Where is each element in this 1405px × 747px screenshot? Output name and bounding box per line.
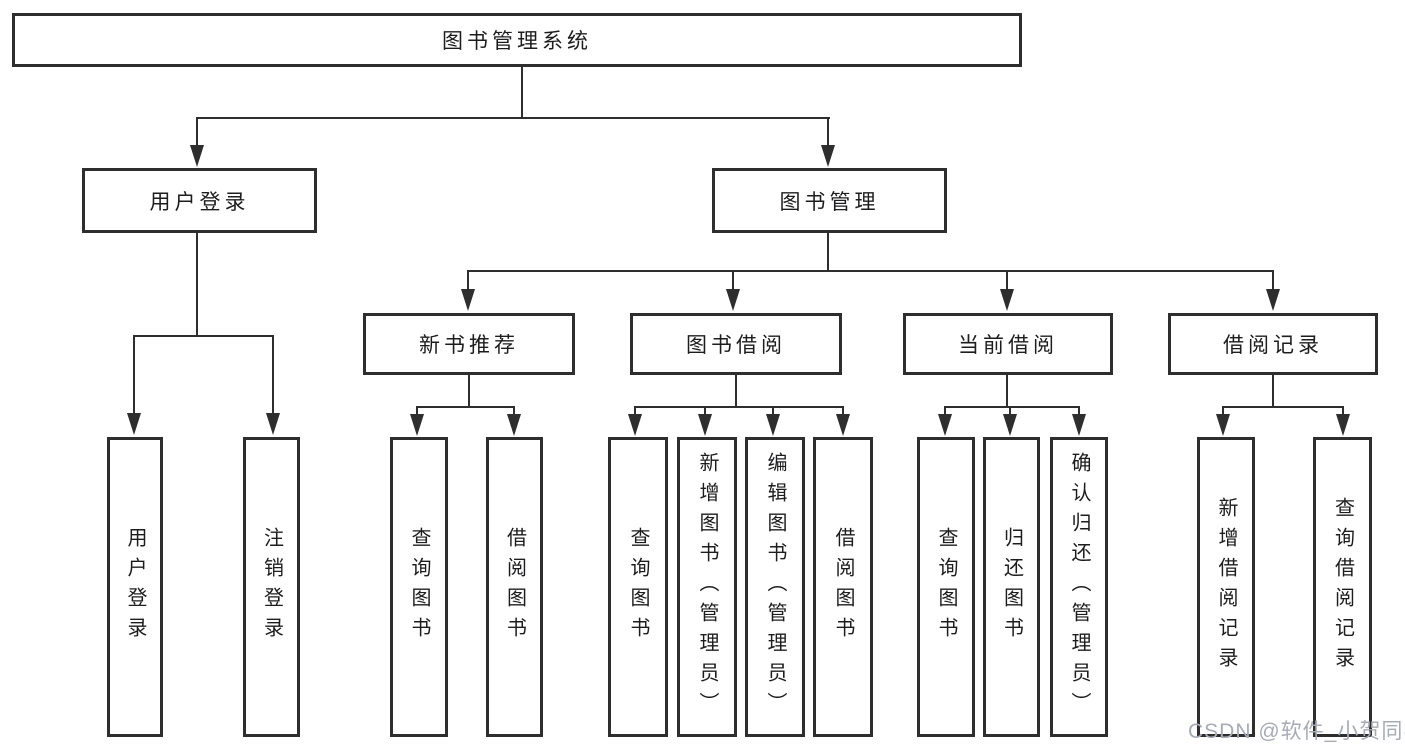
connector-line xyxy=(827,233,829,271)
leaf-query-books: 查询图书 xyxy=(917,437,975,737)
arrow-down-icon xyxy=(1266,289,1280,311)
arrow-down-icon xyxy=(410,414,424,436)
leaf-borrow-books: 借阅图书 xyxy=(813,437,873,737)
leaf-query-books: 查询图书 xyxy=(390,437,448,737)
arrow-down-icon xyxy=(1000,289,1014,311)
connector-line xyxy=(1222,406,1344,408)
node-book-management: 图书管理 xyxy=(712,168,947,233)
arrow-down-icon xyxy=(461,289,475,311)
connector-line xyxy=(416,406,418,416)
connector-line xyxy=(272,335,274,415)
arrow-down-icon xyxy=(1336,414,1350,436)
connector-line xyxy=(521,66,523,119)
node-root-label: 图书管理系统 xyxy=(442,30,592,53)
connector-line xyxy=(772,406,774,416)
node-root: 图书管理系统 xyxy=(12,13,1022,67)
leaf-borrow-books: 借阅图书 xyxy=(486,437,543,737)
arrow-down-icon xyxy=(1216,414,1230,436)
leaf-return-book: 归还图书 xyxy=(983,437,1040,737)
connector-line xyxy=(732,270,734,291)
node-borrowing-records: 借阅记录 xyxy=(1168,313,1378,375)
node-user-login: 用户登录 xyxy=(82,168,317,233)
leaf-add-borrow-record: 新增借阅记录 xyxy=(1197,437,1255,737)
connector-line xyxy=(1006,375,1008,408)
connector-line xyxy=(467,270,469,291)
arrow-down-icon xyxy=(1072,414,1086,436)
connector-line xyxy=(634,406,636,416)
connector-line xyxy=(1342,406,1344,416)
leaf-add-book-admin: 新增图书（管理员） xyxy=(677,437,737,737)
node-book-management-label: 图书管理 xyxy=(779,190,880,214)
connector-line xyxy=(1078,406,1080,416)
arrow-down-icon xyxy=(190,145,204,167)
arrow-down-icon xyxy=(1003,414,1017,436)
connector-line xyxy=(842,406,844,416)
arrow-down-icon xyxy=(628,414,642,436)
arrow-down-icon xyxy=(836,414,850,436)
connector-line xyxy=(944,406,1080,408)
arrow-down-icon xyxy=(938,414,952,436)
connector-line xyxy=(634,406,844,408)
leaf-query-borrow-record: 查询借阅记录 xyxy=(1313,437,1372,737)
connector-line xyxy=(133,335,135,415)
csdn-watermark: CSDN @软件_小贺同学 xyxy=(1188,720,1405,743)
arrow-down-icon xyxy=(821,145,835,167)
connector-line xyxy=(944,406,946,416)
node-book-borrowing: 图书借阅 xyxy=(630,313,842,375)
connector-line xyxy=(1222,406,1224,416)
arrow-down-icon xyxy=(507,414,521,436)
connector-line xyxy=(704,406,706,416)
connector-line xyxy=(513,406,515,416)
arrow-down-icon xyxy=(766,414,780,436)
connector-line xyxy=(468,375,470,408)
leaf-query-books: 查询图书 xyxy=(608,437,668,737)
connector-line xyxy=(735,375,737,408)
connector-line xyxy=(196,233,198,337)
connector-line xyxy=(1009,406,1011,416)
node-new-book-recommend: 新书推荐 xyxy=(363,313,575,375)
connector-line xyxy=(416,406,515,408)
leaf-confirm-return-admin: 确认归还（管理员） xyxy=(1050,437,1108,737)
node-current-borrowing: 当前借阅 xyxy=(903,313,1113,375)
leaf-user-login: 用户登录 xyxy=(107,437,163,737)
connector-line xyxy=(827,117,829,147)
leaf-logout: 注销登录 xyxy=(243,437,300,737)
connector-line xyxy=(467,270,1274,272)
connector-line xyxy=(1272,270,1274,291)
connector-line xyxy=(1272,375,1274,408)
node-user-login-label: 用户登录 xyxy=(149,190,250,214)
arrow-down-icon xyxy=(127,413,141,435)
arrow-down-icon xyxy=(698,414,712,436)
arrow-down-icon xyxy=(266,413,280,435)
connector-line xyxy=(133,335,274,337)
connector-line xyxy=(1006,270,1008,291)
connector-line xyxy=(196,117,198,147)
arrow-down-icon xyxy=(726,289,740,311)
connector-line xyxy=(196,117,830,119)
leaf-edit-book-admin: 编辑图书（管理员） xyxy=(745,437,805,737)
